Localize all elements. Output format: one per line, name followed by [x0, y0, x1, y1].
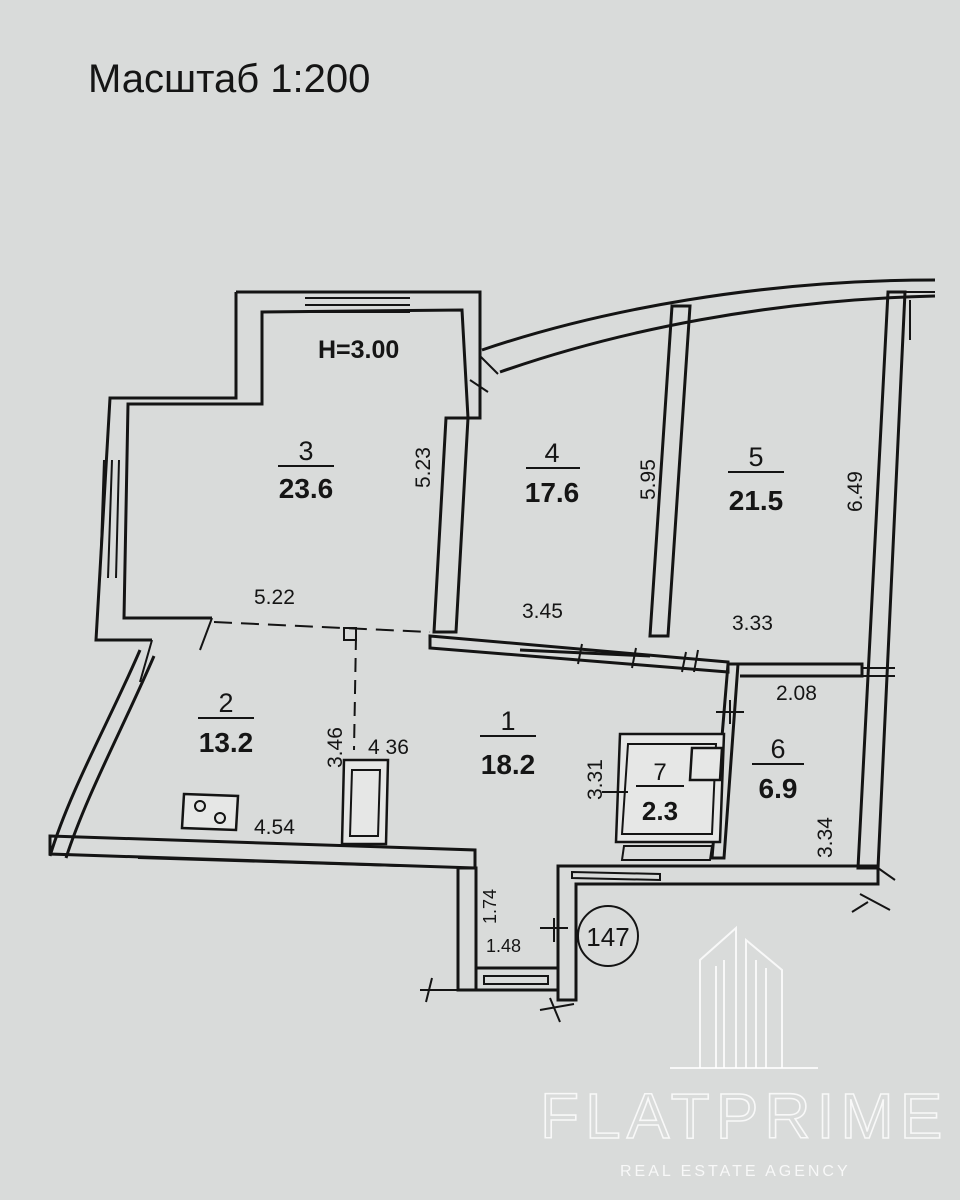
dim-3-34: 3.34 — [814, 817, 837, 858]
room-7-number: 7 — [653, 759, 666, 786]
room-4-number: 4 — [544, 438, 559, 468]
room-6: 6 6.9 — [752, 734, 804, 804]
dim-3-33: 3.33 — [732, 612, 773, 635]
watermark-brand: FLATPRIME — [540, 1080, 948, 1152]
room-3-area: 23.6 — [279, 473, 334, 504]
dim-3-46: 3.46 — [324, 727, 347, 768]
dim-2-08: 2.08 — [776, 682, 817, 705]
dim-6-49: 6.49 — [844, 471, 867, 512]
room-4-area: 17.6 — [525, 477, 580, 508]
watermark-tagline: REAL ESTATE AGENCY — [620, 1163, 851, 1180]
room-1: 1 18.2 — [480, 706, 536, 780]
room-5-area: 21.5 — [729, 485, 784, 516]
room-3: 3 23.6 — [278, 436, 334, 504]
dim-4-36: 4 36 — [368, 736, 409, 759]
walls — [48, 278, 936, 1023]
flat-number-marker: 147 — [577, 905, 639, 967]
dim-1-48: 1.48 — [486, 936, 521, 956]
room-6-area: 6.9 — [759, 773, 798, 804]
room-2-area: 13.2 — [199, 727, 254, 758]
room-7: 7 2.3 — [636, 759, 684, 826]
scale-label: Масштаб 1:200 — [88, 57, 370, 101]
dim-5-23: 5.23 — [412, 447, 435, 488]
dim-3-45: 3.45 — [522, 600, 563, 623]
room-5-number: 5 — [748, 442, 763, 472]
dimension-ticks — [540, 643, 744, 942]
room-1-number: 1 — [500, 706, 515, 736]
ceiling-height-label: H=3.00 — [318, 336, 399, 364]
dim-1-74: 1.74 — [480, 889, 500, 924]
dim-5-22: 5.22 — [254, 586, 295, 609]
dim-5-95: 5.95 — [637, 459, 660, 500]
room-2: 2 13.2 — [198, 688, 254, 758]
partitions — [213, 621, 431, 751]
room-2-number: 2 — [218, 688, 233, 718]
dim-3-31: 3.31 — [584, 759, 607, 800]
room-6-number: 6 — [770, 734, 785, 764]
room-7-area: 2.3 — [642, 796, 678, 826]
dim-4-54: 4.54 — [254, 816, 295, 839]
dimension-labels: 5.23 5.22 5.95 3.45 6.49 3.33 2.08 3.46 … — [254, 447, 867, 956]
room-5: 5 21.5 — [728, 442, 784, 516]
watermark-logo-icon — [670, 925, 818, 1069]
room-3-number: 3 — [298, 436, 313, 466]
room-1-area: 18.2 — [481, 749, 536, 780]
room-4: 4 17.6 — [525, 438, 580, 508]
flat-number: 147 — [586, 922, 629, 952]
